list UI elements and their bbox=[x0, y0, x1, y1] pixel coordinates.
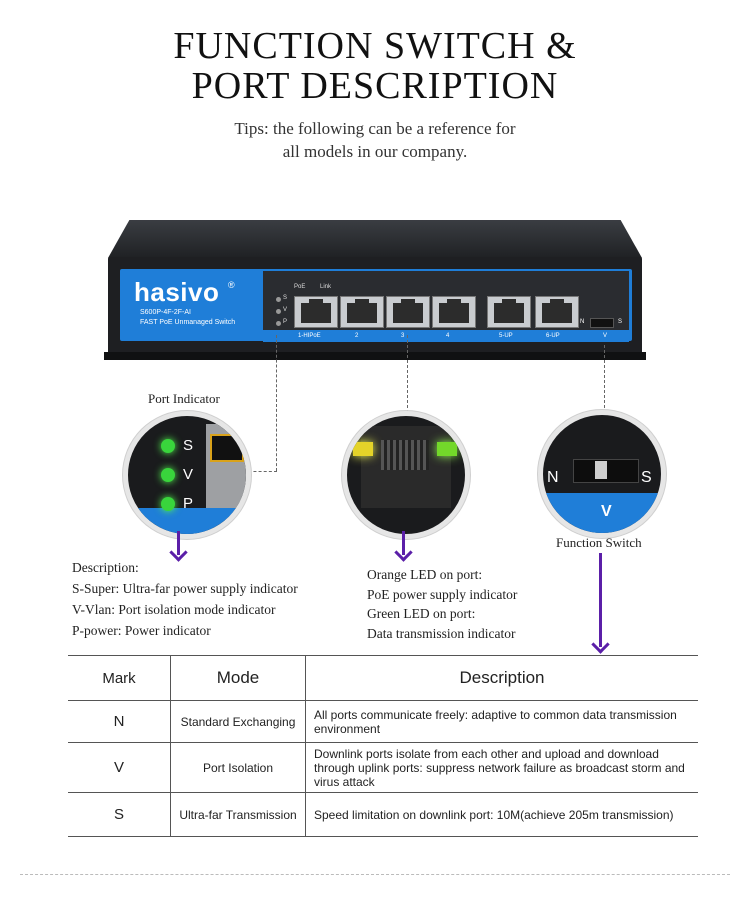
green-led-icon bbox=[437, 442, 457, 456]
table-header-row: Mark Mode Description bbox=[68, 655, 698, 701]
page-title-line2: PORT DESCRIPTION bbox=[191, 65, 559, 107]
table-row: N Standard Exchanging All ports communic… bbox=[68, 700, 698, 743]
led-label-v: V bbox=[283, 307, 288, 313]
led-v-icon bbox=[161, 468, 175, 482]
table-row: V Port Isolation Downlink ports isolate … bbox=[68, 742, 698, 793]
zoom-port-pins bbox=[381, 440, 429, 470]
zoom-letter-v: V bbox=[183, 466, 194, 483]
zoom-letter-s2: S bbox=[641, 469, 652, 486]
cell-mode: Ultra-far Transmission bbox=[170, 792, 306, 837]
cell-mode: Standard Exchanging bbox=[170, 700, 306, 743]
cell-description: Downlink ports isolate from each other a… bbox=[305, 742, 698, 793]
port-2 bbox=[340, 296, 384, 328]
port-label-4: 4 bbox=[446, 333, 450, 339]
logo-box bbox=[124, 272, 260, 336]
connector-led bbox=[407, 335, 408, 413]
led-p-icon bbox=[161, 497, 175, 511]
cell-mark: V bbox=[68, 742, 171, 793]
port-label-3: 3 bbox=[401, 333, 405, 339]
dip-switch bbox=[590, 318, 614, 328]
model-number: S600P-4F-2F-AI bbox=[140, 309, 191, 316]
led-line: Data transmission indicator bbox=[367, 625, 516, 641]
bottom-divider bbox=[20, 874, 730, 875]
cell-mark: S bbox=[68, 792, 171, 837]
port-5 bbox=[487, 296, 531, 328]
port-label-5: 5-UP bbox=[499, 333, 513, 339]
port-4 bbox=[432, 296, 476, 328]
zoom-letter-p: P bbox=[183, 495, 194, 512]
description-title: Description: bbox=[72, 560, 139, 575]
link-header-label: Link bbox=[320, 284, 332, 290]
led-line: Green LED on port: bbox=[367, 606, 476, 621]
connector-indicator-h bbox=[238, 471, 277, 472]
dip-label-v: V bbox=[603, 333, 608, 339]
led-label-s: S bbox=[283, 295, 288, 301]
port-label-1: 1-HIPoE bbox=[298, 333, 321, 339]
led-label-p: P bbox=[283, 319, 288, 325]
cell-description: Speed limitation on downlink port: 10M(a… bbox=[305, 792, 698, 837]
header-mark: Mark bbox=[68, 655, 171, 701]
zoom-letter-s: S bbox=[183, 437, 194, 454]
function-table: Mark Mode Description N Standard Exchang… bbox=[68, 655, 698, 837]
description-line: V-Vlan: Port isolation mode indicator bbox=[72, 602, 276, 617]
tips-line1: Tips: the following can be a reference f… bbox=[234, 119, 516, 138]
led-v-dot bbox=[276, 309, 281, 314]
port-label-2: 2 bbox=[355, 333, 359, 339]
switch-base bbox=[104, 352, 646, 360]
model-description: FAST PoE Unmanaged Switch bbox=[140, 319, 236, 326]
connector-switch bbox=[604, 345, 605, 413]
port-3 bbox=[386, 296, 430, 328]
function-switch-label: Function Switch bbox=[556, 535, 642, 550]
indicator-description: Description: S-Super: Ultra-far power su… bbox=[72, 557, 298, 641]
zoom-blue-strip-2 bbox=[543, 493, 661, 533]
poe-header-label: PoE bbox=[294, 284, 306, 290]
table-row: S Ultra-far Transmission Speed limitatio… bbox=[68, 792, 698, 837]
page-title-line1: FUNCTION SWITCH & bbox=[173, 25, 577, 67]
zoom-port-hole bbox=[210, 434, 244, 462]
header-description: Description bbox=[305, 655, 698, 701]
port-6 bbox=[535, 296, 579, 328]
function-switch-zoom: N S V bbox=[538, 410, 666, 538]
cell-mark: N bbox=[68, 700, 171, 743]
dip-label-n: N bbox=[580, 319, 585, 325]
led-line: PoE power supply indicator bbox=[367, 586, 518, 602]
tips-line2: all models in our company. bbox=[282, 142, 468, 161]
orange-led-icon bbox=[353, 442, 373, 456]
zoom-blue-strip bbox=[128, 508, 246, 534]
port-1 bbox=[294, 296, 338, 328]
description-line: P-power: Power indicator bbox=[72, 623, 211, 638]
port-label-6: 6-UP bbox=[546, 333, 560, 339]
brand-logo: hasivo bbox=[134, 277, 220, 307]
cell-description: All ports communicate freely: adaptive t… bbox=[305, 700, 698, 743]
led-s-icon bbox=[161, 439, 175, 453]
cell-mode: Port Isolation bbox=[170, 742, 306, 793]
led-s-dot bbox=[276, 297, 281, 302]
port-indicator-zoom: S V P bbox=[123, 411, 251, 539]
dip-label-s: S bbox=[618, 319, 623, 325]
led-description: Orange LED on port: PoE power supply ind… bbox=[367, 565, 517, 643]
description-line: S-Super: Ultra-far power supply indicato… bbox=[72, 581, 298, 596]
zoom-letter-n: N bbox=[547, 469, 559, 486]
switch-top bbox=[108, 220, 642, 258]
zoom-letter-v2: V bbox=[601, 503, 612, 520]
port-indicator-label: Port Indicator bbox=[148, 391, 220, 406]
port-label-strip bbox=[263, 330, 629, 342]
led-p-dot bbox=[276, 321, 281, 326]
header-mode: Mode bbox=[170, 655, 306, 701]
zoom-dip-knob bbox=[595, 461, 607, 479]
connector-indicator bbox=[276, 335, 277, 471]
port-led-zoom bbox=[342, 411, 470, 539]
led-line: Orange LED on port: bbox=[367, 567, 483, 582]
registered-mark: ® bbox=[228, 280, 235, 290]
